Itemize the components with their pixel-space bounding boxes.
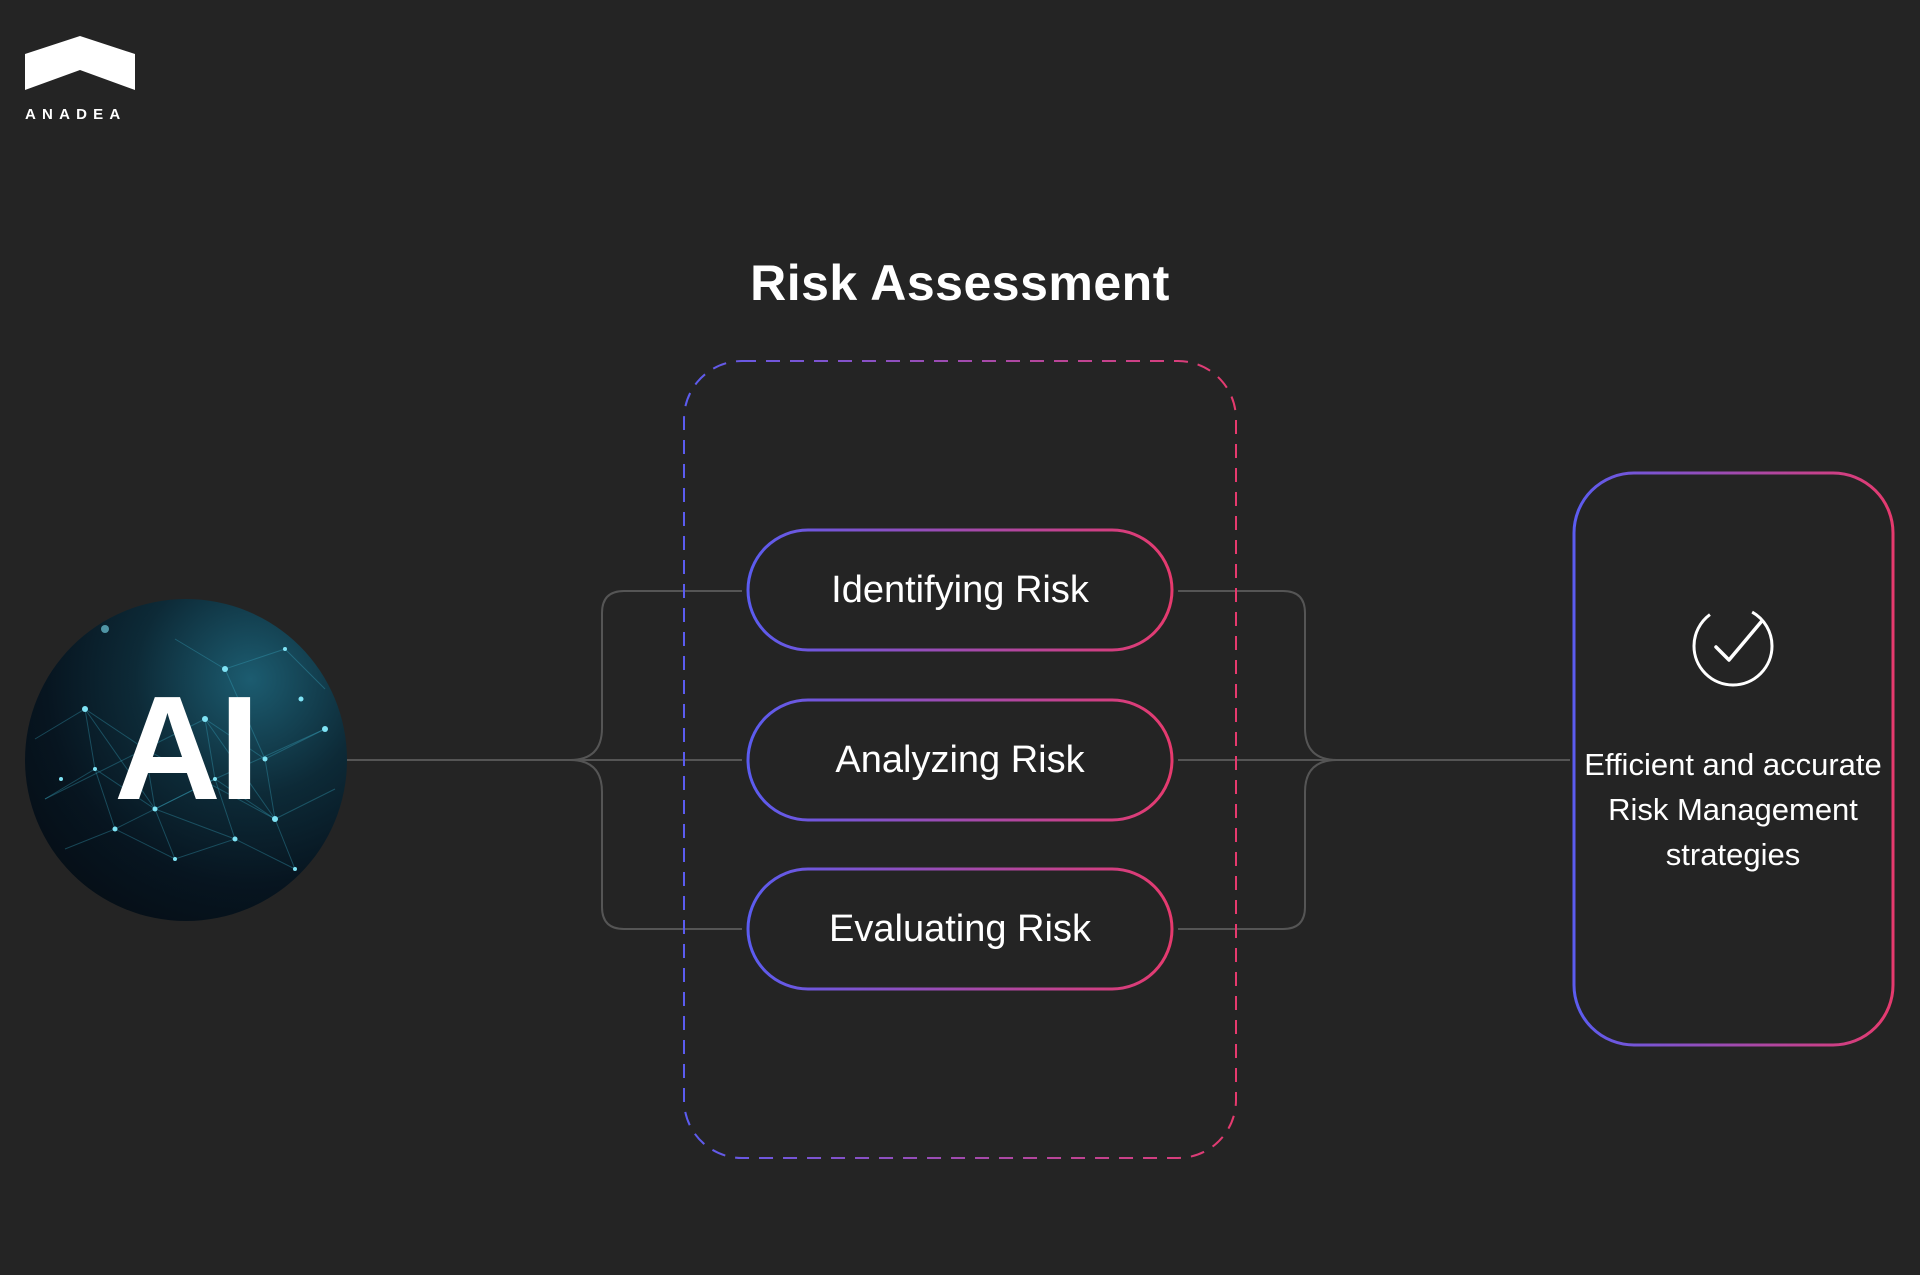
step-label-analyzing: Analyzing Risk [835,739,1085,781]
ai-label: AI [114,666,260,831]
neural-network-background-icon [34,625,336,871]
step-label-identifying: Identifying Risk [831,569,1089,611]
outcome-card [1572,471,1895,1047]
check-circle-icon [1691,604,1775,688]
outcome-description: Efficient and accurate Risk Management s… [1584,747,1882,872]
anadea-roof-logo-icon [25,36,135,90]
brand-logo: ANADEA [25,36,135,123]
ai-source-node: AI [25,599,347,921]
connector-from-evaluating [1178,759,1338,930]
right-connectors [1178,590,1570,930]
diagram-title: Risk Assessment [750,255,1170,311]
connector-from-identifying [1178,590,1338,761]
left-connectors [347,590,742,930]
step-pill-identifying [746,528,1174,652]
risk-assessment-group [683,360,1237,1159]
step-pill-analyzing [746,698,1174,822]
connector-to-evaluating [569,759,742,930]
step-label-evaluating: Evaluating Risk [829,908,1091,950]
step-pill-evaluating [746,867,1174,991]
connector-to-identifying [569,590,742,761]
brand-name: ANADEA [25,106,127,123]
